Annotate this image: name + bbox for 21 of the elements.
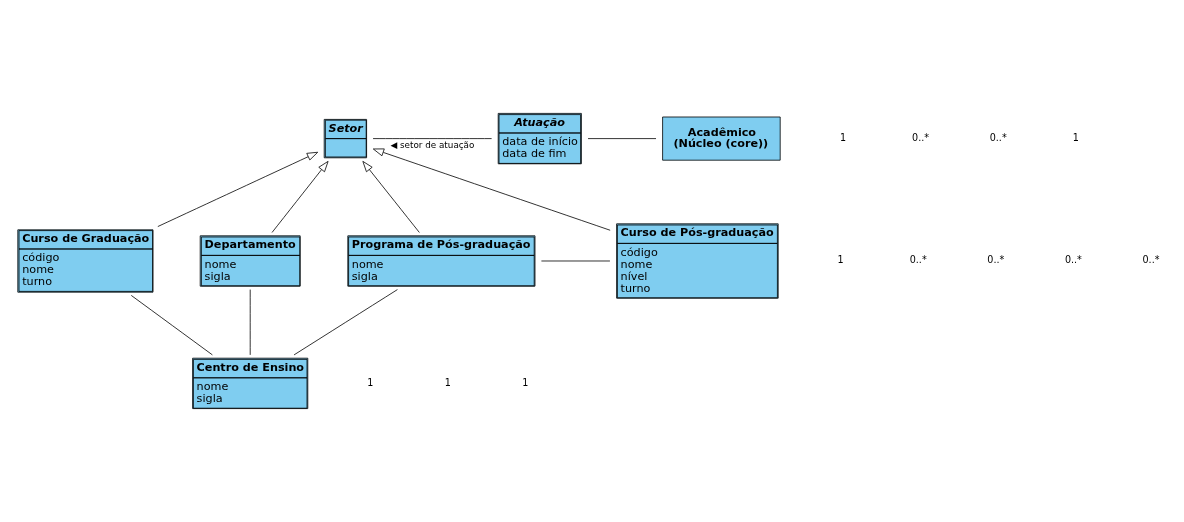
connector: [372, 138, 492, 139]
arrow: [372, 148, 611, 231]
arrow: [271, 160, 329, 233]
edge-label: ◀ setor de atuação: [390, 140, 475, 151]
label: 1: [839, 132, 847, 144]
label: 0..*: [1142, 254, 1160, 266]
arrow: [157, 151, 319, 227]
label: 0..*: [989, 132, 1007, 144]
label: 1: [444, 376, 451, 388]
connector: [130, 295, 213, 356]
label: 0..*: [909, 254, 927, 266]
connector: [293, 289, 398, 356]
label: 0..*: [1064, 254, 1082, 266]
label: 0..*: [912, 132, 930, 144]
connector: [587, 138, 657, 139]
label: 0..*: [987, 254, 1005, 266]
arrow: [362, 160, 420, 233]
label: 1: [837, 254, 844, 266]
label: 1: [1072, 132, 1079, 144]
label: 1: [522, 376, 529, 388]
label: 1: [367, 376, 374, 388]
